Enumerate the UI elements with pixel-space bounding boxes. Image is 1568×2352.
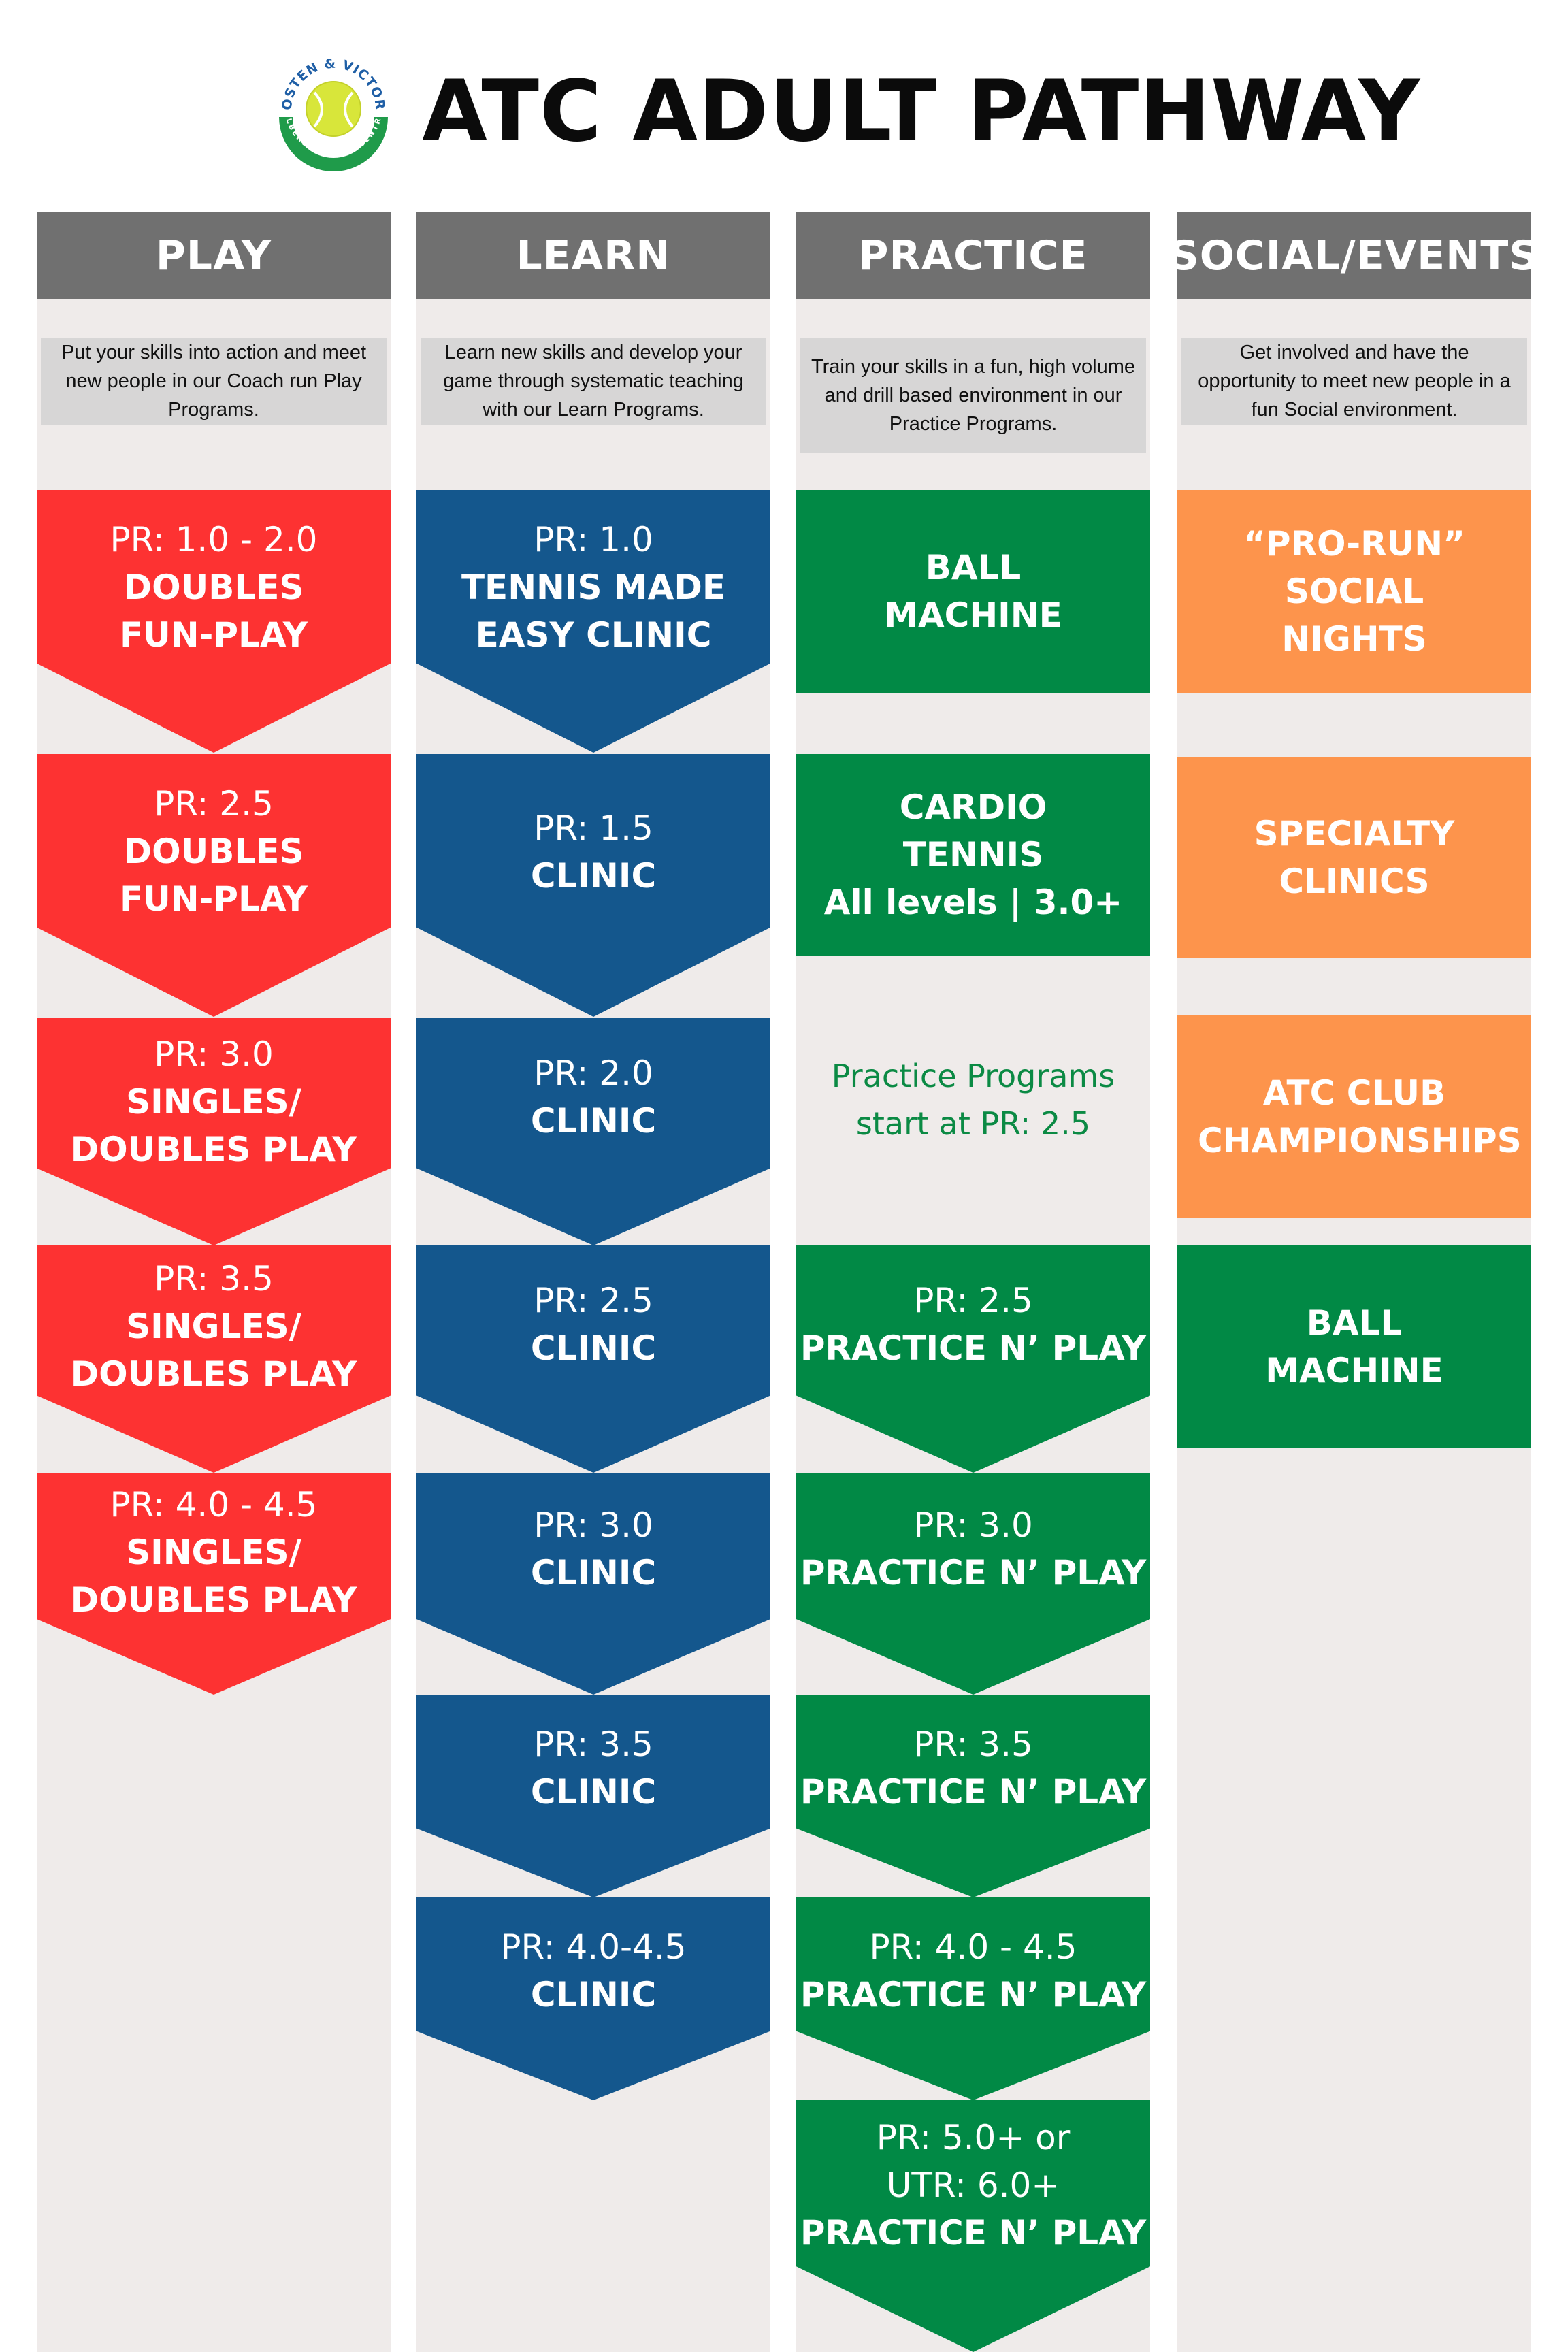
practice-description: Train your skills in a fun, high volume …	[800, 338, 1146, 453]
item-name: TENNIS MADE EASY CLINIC	[461, 568, 726, 655]
play-item[interactable]: PR: 3.5 SINGLES/ DOUBLES PLAY	[37, 1245, 391, 1473]
practice-item[interactable]: PR: 5.0+ or UTR: 6.0+ PRACTICE N’ PLAY	[796, 2100, 1150, 2352]
item-name: CLINIC	[530, 1101, 657, 1141]
page-header: OSTEN & VICTOR ALBERTA TENNIS CENTRE ATC…	[0, 0, 1568, 204]
learn-item[interactable]: PR: 1.5 CLINIC	[416, 754, 770, 1017]
item-name: BALL MACHINE	[1265, 1303, 1443, 1390]
item-rating: PR: 2.0	[534, 1054, 653, 1093]
item-name: “PRO-RUN” SOCIAL NIGHTS	[1243, 524, 1465, 659]
social-item[interactable]: “PRO-RUN” SOCIAL NIGHTS	[1177, 490, 1531, 693]
item-rating: PR: 5.0+ or UTR: 6.0+	[876, 2118, 1071, 2205]
learn-item[interactable]: PR: 2.5 CLINIC	[416, 1245, 770, 1473]
item-name: DOUBLES FUN-PLAY	[120, 568, 308, 655]
play-item[interactable]: PR: 4.0 - 4.5 SINGLES/ DOUBLES PLAY	[37, 1473, 391, 1695]
practice-item[interactable]: PR: 3.0 PRACTICE N’ PLAY	[796, 1473, 1150, 1695]
item-rating: PR: 2.5	[154, 784, 274, 823]
practice-item[interactable]: PR: 4.0 - 4.5 PRACTICE N’ PLAY	[796, 1897, 1150, 2100]
item-name: PRACTICE N’ PLAY	[800, 1328, 1147, 1368]
practice-column: PRACTICE Train your skills in a fun, hig…	[796, 212, 1150, 2352]
item-rating: PR: 3.0	[534, 1505, 653, 1545]
play-item[interactable]: PR: 2.5 DOUBLES FUN-PLAY	[37, 754, 391, 1017]
item-name: SINGLES/ DOUBLES PLAY	[70, 1082, 357, 1169]
social-description: Get involved and have the opportunity to…	[1181, 338, 1527, 425]
practice-note: Practice Programs start at PR: 2.5	[831, 1058, 1115, 1142]
item-rating: PR: 3.0	[154, 1034, 274, 1074]
item-rating: PR: 1.5	[534, 808, 653, 848]
tennis-ball-icon	[306, 81, 361, 137]
item-name: SINGLES/ DOUBLES PLAY	[70, 1533, 357, 1620]
practice-ball-machine[interactable]: BALL MACHINE	[796, 490, 1150, 693]
play-description: Put your skills into action and meet new…	[41, 338, 387, 425]
play-item[interactable]: PR: 3.0 SINGLES/ DOUBLES PLAY	[37, 1018, 391, 1245]
item-rating: PR: 2.5	[913, 1281, 1033, 1320]
item-rating: PR: 1.0 - 2.0	[110, 520, 318, 559]
item-name: CLINIC	[530, 1975, 657, 2014]
item-name: CLINIC	[530, 1553, 657, 1592]
item-rating: PR: 1.0	[534, 520, 653, 559]
social-column: SOCIAL/EVENTS Get involved and have the …	[1170, 212, 1538, 2352]
practice-column-header: PRACTICE	[796, 212, 1150, 299]
item-name: PRACTICE N’ PLAY	[800, 1772, 1147, 1812]
practice-item[interactable]: PR: 3.5 PRACTICE N’ PLAY	[796, 1695, 1150, 1897]
social-item[interactable]: BALL MACHINE	[1177, 1245, 1531, 1448]
play-column: PLAY Put your skills into action and mee…	[37, 212, 391, 2352]
play-item[interactable]: PR: 1.0 - 2.0 DOUBLES FUN-PLAY	[37, 490, 391, 753]
social-item[interactable]: SPECIALTY CLINICS	[1177, 757, 1531, 958]
learn-item[interactable]: PR: 4.0-4.5 CLINIC	[416, 1897, 770, 2100]
item-levels: All levels | 3.0+	[823, 883, 1123, 922]
learn-item[interactable]: PR: 3.5 CLINIC	[416, 1695, 770, 1897]
atc-logo: OSTEN & VICTOR ALBERTA TENNIS CENTRE	[272, 50, 392, 172]
page-title: ATC ADULT PATHWAY	[422, 63, 1421, 161]
item-rating: PR: 3.5	[913, 1725, 1033, 1764]
practice-item[interactable]: PR: 2.5 PRACTICE N’ PLAY	[796, 1245, 1150, 1473]
learn-column-header: LEARN	[416, 212, 770, 299]
item-name: ATC CLUB CHAMPIONSHIPS	[1198, 1073, 1522, 1160]
item-rating: PR: 4.0 - 4.5	[869, 1927, 1077, 1967]
item-name: BALL MACHINE	[884, 548, 1062, 635]
item-name: SINGLES/ DOUBLES PLAY	[70, 1307, 357, 1394]
play-column-header: PLAY	[37, 212, 391, 299]
learn-description: Learn new skills and develop your game t…	[421, 338, 766, 425]
learn-item[interactable]: PR: 1.0 TENNIS MADE EASY CLINIC	[416, 490, 770, 753]
item-name: PRACTICE N’ PLAY	[800, 1975, 1147, 2014]
learn-item[interactable]: PR: 3.0 CLINIC	[416, 1473, 770, 1695]
learn-column: LEARN Learn new skills and develop your …	[416, 212, 770, 2352]
item-name: SPECIALTY CLINICS	[1254, 814, 1455, 901]
item-name: PRACTICE N’ PLAY	[800, 1553, 1147, 1592]
social-item[interactable]: ATC CLUB CHAMPIONSHIPS	[1177, 1015, 1531, 1218]
item-name: CLINIC	[530, 1772, 657, 1812]
learn-item[interactable]: PR: 2.0 CLINIC	[416, 1018, 770, 1245]
item-rating: PR: 3.0	[913, 1505, 1033, 1545]
item-name: CARDIO TENNIS	[899, 787, 1047, 875]
item-rating: PR: 2.5	[534, 1281, 653, 1320]
item-name: CLINIC	[530, 856, 657, 896]
item-name: CLINIC	[530, 1328, 657, 1368]
item-name: PRACTICE N’ PLAY	[800, 2213, 1147, 2253]
item-rating: PR: 3.5	[154, 1259, 274, 1298]
item-rating: PR: 4.0-4.5	[500, 1927, 687, 1967]
item-rating: PR: 3.5	[534, 1725, 653, 1764]
item-rating: PR: 4.0 - 4.5	[110, 1485, 318, 1524]
item-name: DOUBLES FUN-PLAY	[120, 832, 308, 919]
practice-cardio-tennis[interactable]: CARDIO TENNIS All levels | 3.0+	[796, 754, 1150, 956]
social-column-header: SOCIAL/EVENTS	[1170, 212, 1538, 299]
